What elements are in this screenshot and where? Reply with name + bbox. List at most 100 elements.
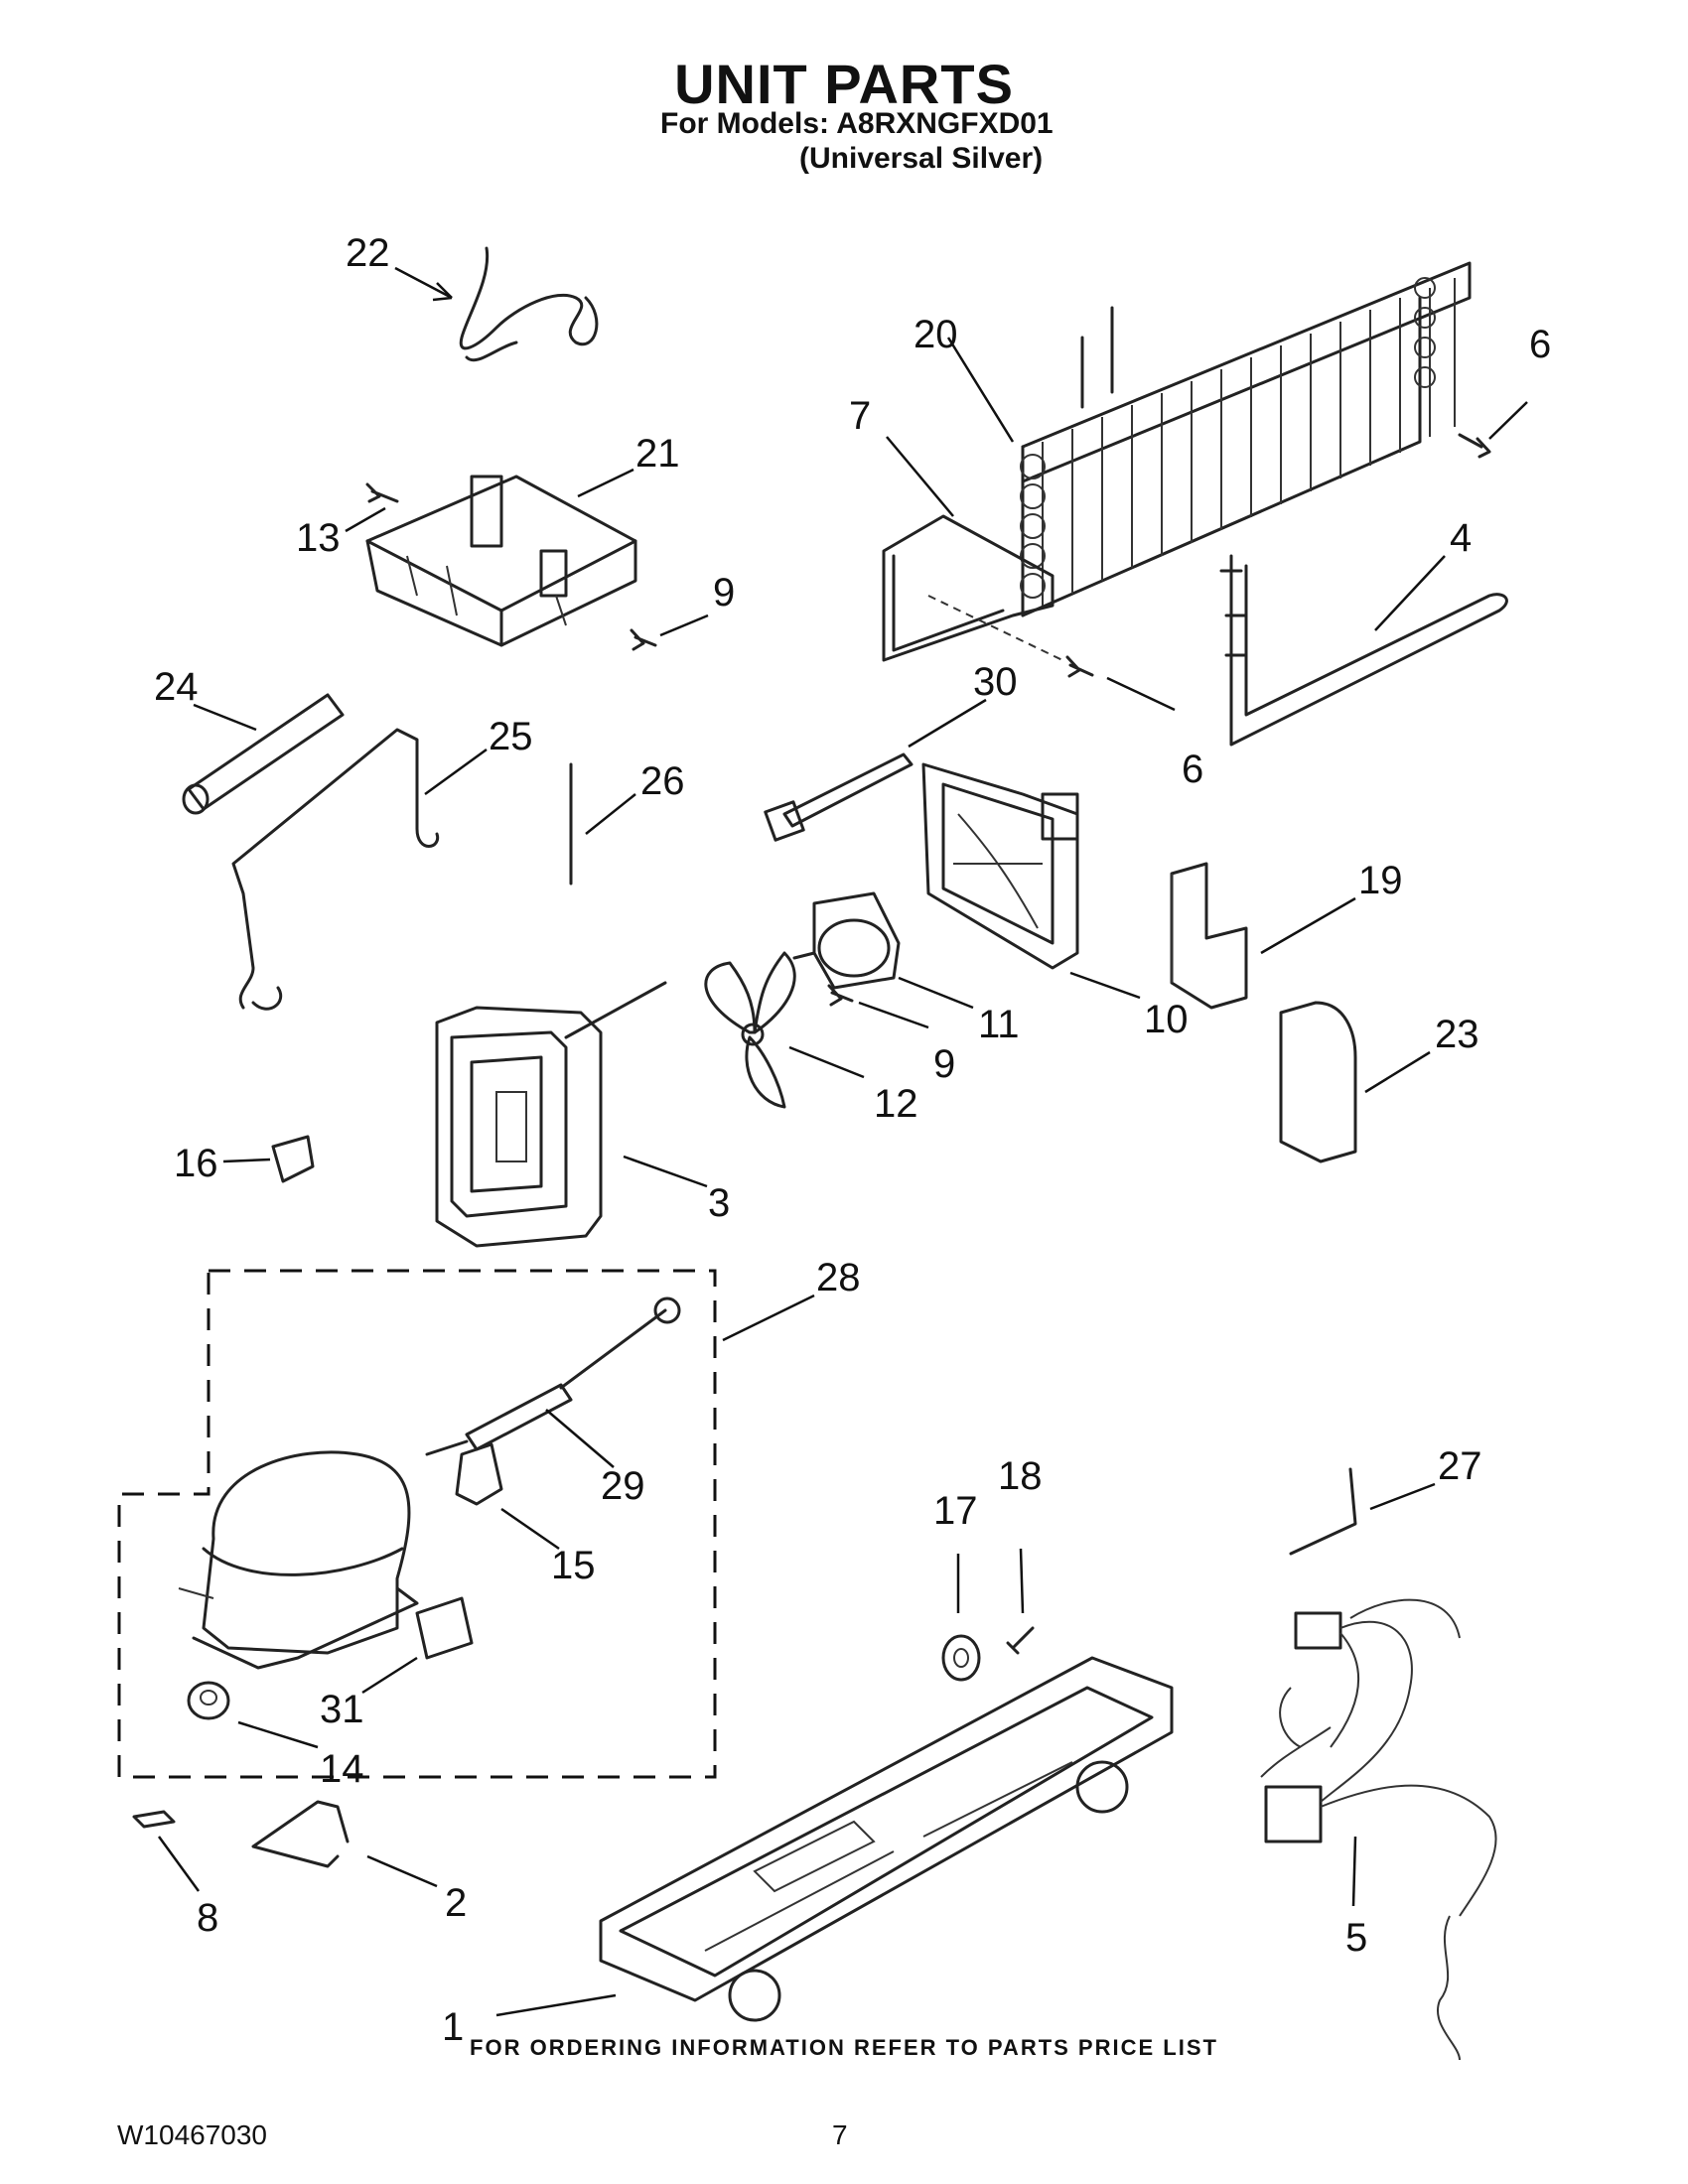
part-8-clip <box>132 1810 176 1829</box>
leader-9b <box>858 1001 929 1029</box>
part-19-foam-block <box>1170 862 1248 1010</box>
part-10-fan-shroud <box>921 762 1079 970</box>
leader-12 <box>788 1045 865 1079</box>
callout-14: 14 <box>320 1747 364 1791</box>
part-4-defrost-heater <box>1219 554 1508 747</box>
callout-19: 19 <box>1358 859 1403 902</box>
callout-9-lower: 9 <box>933 1042 955 1086</box>
callout-8: 8 <box>197 1896 218 1940</box>
callout-12: 12 <box>874 1082 918 1126</box>
leader-31 <box>361 1656 418 1695</box>
page-title: UNIT PARTS <box>674 53 1014 115</box>
part-3-condenser <box>435 981 667 1248</box>
callout-4: 4 <box>1450 516 1472 560</box>
leader-1 <box>495 1993 617 2017</box>
part-30-tie-wrap <box>764 752 914 842</box>
callout-27: 27 <box>1438 1444 1482 1488</box>
kit-28-outline <box>117 1269 717 1779</box>
part-2-bracket <box>251 1800 350 1868</box>
part-27-tube <box>1289 1467 1357 1556</box>
part-5-wire-harness <box>1260 1598 1497 2061</box>
callout-28: 28 <box>816 1256 861 1299</box>
leader-8 <box>157 1836 201 1892</box>
part-1-unit-base <box>599 1656 1174 2022</box>
part-17-grommet <box>941 1634 981 1682</box>
callout-24: 24 <box>154 665 199 709</box>
leader-15 <box>500 1507 560 1551</box>
leader-20 <box>946 337 1015 443</box>
callout-11: 11 <box>978 1003 1020 1046</box>
part-23-foam-block <box>1279 1001 1357 1163</box>
leader-5 <box>1351 1836 1357 1907</box>
part-9-screw-upper <box>630 628 657 651</box>
leader-25 <box>424 748 488 796</box>
leader-24 <box>193 703 257 732</box>
leader-16 <box>222 1158 271 1163</box>
leader-29 <box>545 1409 615 1468</box>
callout-3: 3 <box>708 1181 730 1225</box>
callout-20: 20 <box>914 313 958 356</box>
leader-9a <box>659 614 709 637</box>
callout-26: 26 <box>640 759 685 803</box>
callout-1: 1 <box>442 2005 464 2049</box>
part-compressor <box>178 1450 419 1670</box>
callout-13: 13 <box>296 516 341 560</box>
callout-2: 2 <box>445 1881 467 1925</box>
callout-31: 31 <box>320 1688 364 1731</box>
callout-10: 10 <box>1144 998 1189 1041</box>
callout-15: 15 <box>551 1544 596 1587</box>
callout-7: 7 <box>849 394 871 438</box>
part-13-screw <box>365 482 399 503</box>
part-31-capacitor <box>415 1596 474 1660</box>
callout-30: 30 <box>973 660 1018 704</box>
callout-9-upper: 9 <box>713 571 735 614</box>
callout-18: 18 <box>998 1454 1043 1498</box>
callout-21: 21 <box>635 432 680 476</box>
part-14-grommet <box>187 1681 230 1720</box>
part-21-electrical-box <box>365 475 637 647</box>
leader-7 <box>886 436 954 517</box>
part-16-clip <box>271 1135 315 1183</box>
document-number: W10467030 <box>117 2119 268 2150</box>
callout-23: 23 <box>1435 1013 1479 1056</box>
leader-26 <box>585 793 636 835</box>
callout-6-upper: 6 <box>1529 323 1551 366</box>
part-29-filter-drier <box>425 1297 681 1456</box>
callout-29: 29 <box>601 1464 645 1508</box>
models-line: For Models: A8RXNGFXD01 <box>660 107 1054 140</box>
color-line: (Universal Silver) <box>799 142 1044 175</box>
leader-21 <box>577 468 634 498</box>
page-number: 7 <box>832 2119 848 2150</box>
leader-27 <box>1369 1482 1436 1511</box>
callout-22: 22 <box>346 231 390 275</box>
leader-14 <box>237 1720 319 1749</box>
part-6-screw-lower <box>1065 655 1094 678</box>
leader-10 <box>1069 971 1141 1000</box>
leader-19 <box>1260 896 1356 955</box>
leader-11 <box>898 976 974 1010</box>
part-24-tube-insulation <box>182 693 345 815</box>
callout-6-lower: 6 <box>1182 748 1203 791</box>
part-25-tube <box>231 728 440 1011</box>
leader-13 <box>345 506 386 533</box>
part-20-evaporator <box>1020 261 1472 617</box>
leader-28 <box>722 1294 815 1342</box>
leader-6-lower <box>1106 676 1176 712</box>
leader-6-upper <box>1488 401 1528 440</box>
leader-30 <box>908 698 987 749</box>
leader-23 <box>1364 1050 1431 1094</box>
ordering-note: FOR ORDERING INFORMATION REFER TO PARTS … <box>470 2035 1218 2060</box>
callout-16: 16 <box>174 1142 218 1185</box>
part-11-fan-motor <box>792 891 901 990</box>
callout-17: 17 <box>933 1489 978 1533</box>
leader-22-arrow <box>432 282 453 302</box>
leader-18 <box>1019 1548 1025 1614</box>
part-18-screw <box>1006 1626 1035 1655</box>
callout-5: 5 <box>1345 1916 1367 1960</box>
callout-25: 25 <box>489 715 533 758</box>
part-15-overload <box>455 1442 503 1506</box>
part-22-tube <box>459 246 599 362</box>
leader-4 <box>1374 555 1446 631</box>
part-7-drain-trough <box>882 514 1055 662</box>
